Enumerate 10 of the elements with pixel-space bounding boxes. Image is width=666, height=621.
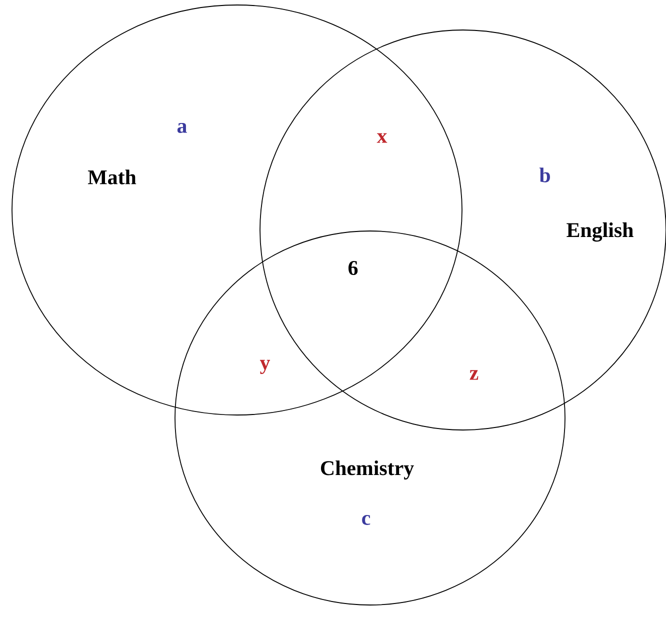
region-value: 6 — [348, 260, 358, 276]
region-value: b — [539, 168, 550, 182]
set-label: Chemistry — [320, 460, 414, 480]
region-value: a — [177, 123, 187, 133]
region-value: c — [362, 514, 370, 526]
region-value: y — [260, 360, 270, 374]
region-value: z — [470, 370, 478, 380]
set-label: English — [566, 222, 634, 242]
region-value: x — [376, 133, 388, 143]
set-label: Math — [88, 170, 136, 184]
